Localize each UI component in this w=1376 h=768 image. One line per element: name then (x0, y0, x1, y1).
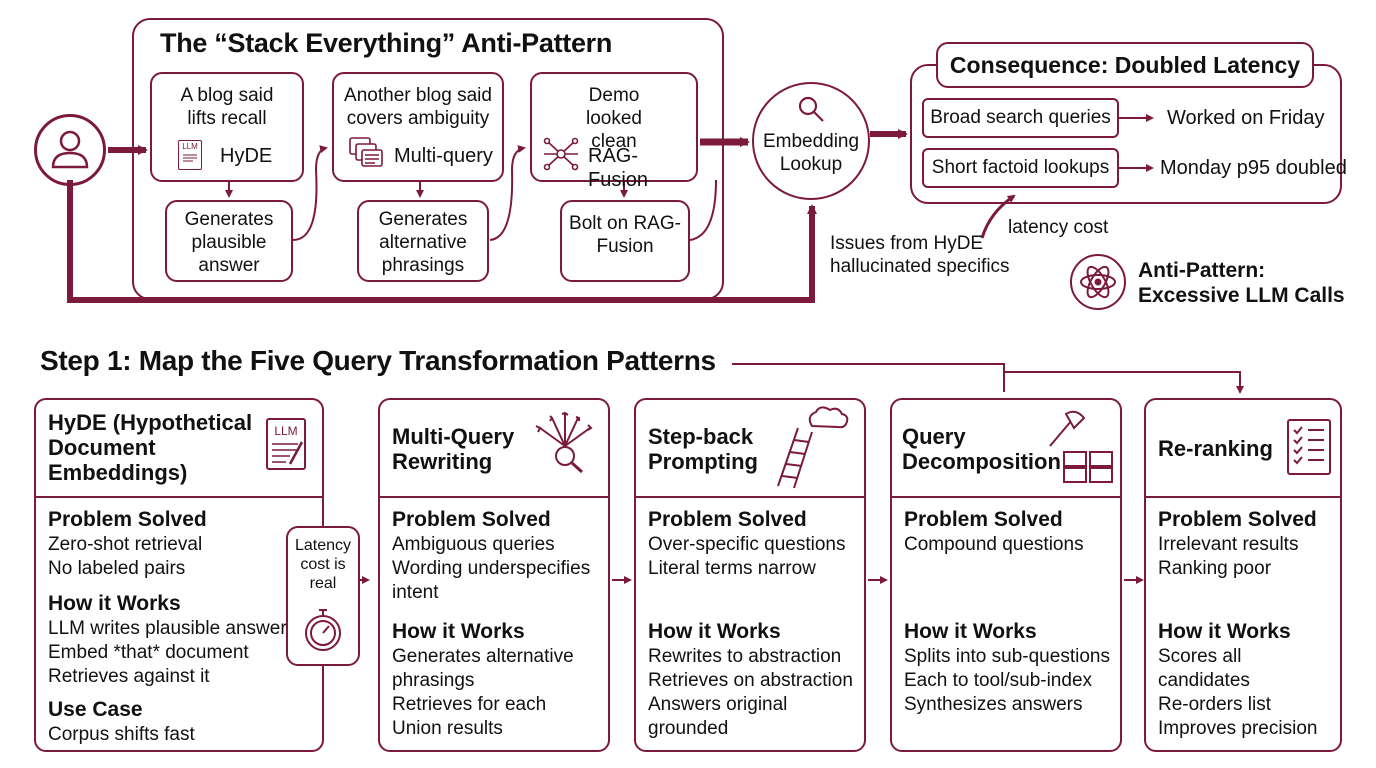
multiquery-card-title: Multi-Query Rewriting (392, 424, 515, 474)
stacked-docs-icon (349, 137, 383, 167)
monday-text: Monday p95 doubled (1160, 157, 1347, 179)
hyde-use: Use Case Corpus shifts fast (48, 698, 195, 745)
multiquery-card: Multi-Query Rewriting Problem Solved Amb… (378, 398, 610, 752)
embedding-text: Embedding Lookup (762, 131, 860, 175)
bypass-arrow (67, 180, 817, 303)
consequence-title-box: Consequence: Doubled Latency (936, 42, 1314, 88)
reranking-problem: Problem Solved Irrelevant results Rankin… (1158, 508, 1317, 579)
issues-text: Issues from HyDE hallucinated specifics (830, 233, 1010, 277)
bolt-on-ragfusion-box: Bolt on RAG-Fusion (560, 200, 690, 282)
decomposition-how: How it Works Splits into sub-questions E… (904, 620, 1110, 715)
blog1-text: A blog said lifts recall (180, 85, 274, 129)
decomposition-card: Query Decomposition Problem Solved Compo… (890, 398, 1122, 752)
multiquery-step-box: Another blog said covers ambiguity Multi… (332, 72, 504, 182)
short-factoid-box: Short factoid lookups (922, 148, 1119, 188)
fusion-network-icon (543, 137, 579, 171)
hyde-problem: Problem Solved Zero-shot retrieval No la… (48, 508, 207, 579)
antipattern-label: Anti-Pattern: Excessive LLM Calls (1138, 259, 1345, 307)
blog2-text: Another blog said covers ambiguity (344, 85, 492, 129)
latency-note-text: Latency cost is real (294, 537, 352, 592)
stack-everything-frame (132, 18, 724, 300)
broad-search-box: Broad search queries (922, 98, 1119, 138)
gen2-text: Generates alternative phrasings (378, 209, 468, 276)
multiquery-card-header: Multi-Query Rewriting (380, 400, 608, 498)
decomposition-problem: Problem Solved Compound questions (904, 508, 1084, 555)
hyde-card-header: HyDE (Hypothetical Document Embeddings) … (36, 400, 322, 498)
gen1-text: Generates plausible answer (184, 209, 274, 276)
demo-text: Demo looked clean (586, 85, 642, 152)
bolt-text: Bolt on RAG-Fusion (569, 213, 681, 257)
latency-cost-label: latency cost (1008, 217, 1109, 238)
llm-writing-icon: LLM (266, 418, 306, 470)
stack-title: The “Stack Everything” Anti-Pattern (160, 28, 613, 58)
reranking-how: How it Works Scores all candidates Re-or… (1158, 620, 1318, 739)
hyde-label: HyDE (220, 145, 273, 167)
short-text: Short factoid lookups (931, 157, 1110, 178)
reranking-card-title: Re-ranking (1158, 436, 1273, 461)
stepback-card-title: Step-back Prompting (648, 424, 758, 474)
stopwatch-icon (305, 609, 341, 651)
consequence-title: Consequence: Doubled Latency (949, 52, 1301, 78)
multiquery-problem: Problem Solved Ambiguous queries Wording… (392, 508, 591, 603)
generates-plausible-box: Generates plausible answer (165, 200, 293, 282)
user-icon (34, 114, 106, 186)
checklist-icon (1287, 419, 1331, 475)
stepback-card: Step-back Prompting Problem Solved Over-… (634, 398, 866, 752)
decomposition-card-title: Query Decomposition (902, 424, 1061, 474)
stepback-problem: Problem Solved Over-specific questions L… (648, 508, 846, 579)
reranking-card: Re-ranking Problem Solved Irrelevant res… (1144, 398, 1342, 752)
stepback-how: How it Works Rewrites to abstraction Ret… (648, 620, 853, 739)
generates-alternative-box: Generates alternative phrasings (357, 200, 489, 282)
hyde-card: HyDE (Hypothetical Document Embeddings) … (34, 398, 324, 752)
latency-note-box: Latency cost is real (286, 526, 360, 666)
hyde-how: How it Works LLM writes plausible answer… (48, 592, 287, 687)
reranking-card-header: Re-ranking (1146, 400, 1340, 498)
axe-blocks-icon (1049, 410, 1113, 483)
broad-text: Broad search queries (930, 107, 1111, 128)
decomposition-card-header: Query Decomposition (892, 400, 1120, 498)
worked-text: Worked on Friday (1167, 107, 1325, 129)
atom-icon (1070, 254, 1126, 310)
multiquery-label: Multi-query (394, 145, 493, 167)
step-title: Step 1: Map the Five Query Transformatio… (40, 345, 716, 376)
branching-search-icon (535, 412, 593, 474)
embedding-lookup-node: Embedding Lookup (752, 82, 870, 200)
ragfusion-step-box: Demo looked clean RAG-Fusion (530, 72, 698, 191)
magnifier-icon (798, 96, 824, 122)
hyde-step-box: A blog said lifts recall LLM HyDE (150, 72, 304, 182)
multiquery-how: How it Works Generates alternative phras… (392, 620, 574, 739)
ladder-cloud-icon (777, 406, 849, 489)
llm-doc-icon: LLM (178, 140, 202, 170)
stepback-card-header: Step-back Prompting (636, 400, 864, 498)
ragfusion-label: RAG-Fusion (588, 145, 649, 191)
hyde-card-title: HyDE (Hypothetical Document Embeddings) (48, 410, 253, 485)
